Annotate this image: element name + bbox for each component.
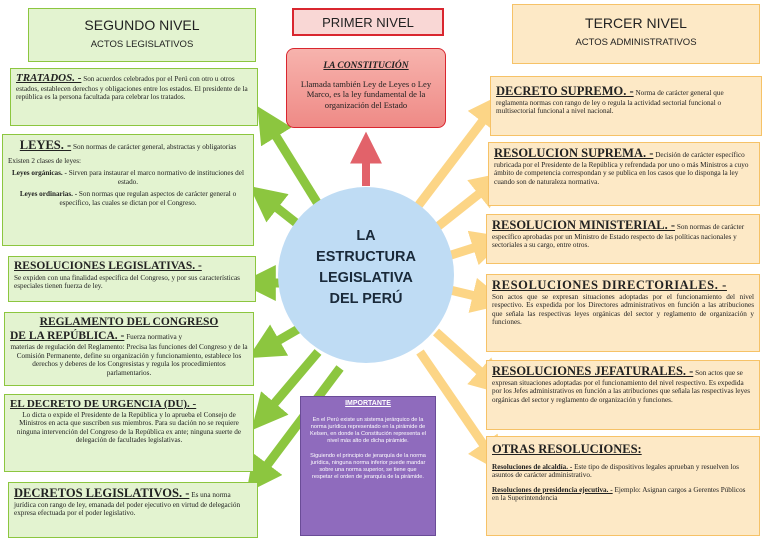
resoluciones-directoriales-box: RESOLUCIONES DIRECTORIALES. - Son actos … <box>486 274 760 352</box>
arrow-decreto-supremo <box>414 93 504 209</box>
decreto-urgencia-head: EL DECRETO DE URGENCIA (DU). - <box>10 398 197 410</box>
decreto-urgencia-box: EL DECRETO DE URGENCIA (DU). - Lo dicta … <box>4 394 254 472</box>
decreto-supremo-box: DECRETO SUPREMO. - Norma de carácter gen… <box>490 76 762 136</box>
segundo-nivel-subtitle: ACTOS LEGISLATIVOS <box>90 39 194 50</box>
alcaldia-text: Este tipo de dispositivos legales aprueb… <box>492 462 739 480</box>
reglamento-head-2: DE LA REPÚBLICA. - <box>10 329 125 342</box>
resoluciones-legislativas-box: RESOLUCIONES LEGISLATIVAS. - Se expiden … <box>8 256 256 302</box>
tercer-nivel-title: TERCER NIVEL <box>585 15 687 31</box>
importante-p2: Siguiendo el principio de jerarquía de l… <box>310 452 426 480</box>
tratados-head: TRATADOS. - <box>16 72 82 84</box>
arrow-resolucion-suprema <box>433 171 507 232</box>
constitucion-box: LA CONSTITUCIÓN Llamada también Ley de L… <box>286 48 446 128</box>
center-title: LA ESTRUCTURA LEGISLATIVA DEL PERÚ <box>300 226 432 324</box>
resoluciones-legislativas-head: RESOLUCIONES LEGISLATIVAS. - <box>14 260 202 272</box>
alcaldia-head: Resoluciones de alcaldía. - <box>492 462 573 471</box>
tratados-text: Son acuerdos celebrados por el Perú con … <box>16 75 248 102</box>
leyes-organicas-text: Sirven para instaurar el marco normativo… <box>66 169 244 186</box>
resoluciones-directoriales-text: Son actos que se expresan situaciones ad… <box>492 292 754 327</box>
otras-resoluciones-box: OTRAS RESOLUCIONES: Resoluciones de alca… <box>486 436 760 536</box>
primer-nivel-header: PRIMER NIVEL <box>292 8 444 36</box>
decretos-legislativos-head: DECRETOS LEGISLATIVOS. - <box>14 486 190 500</box>
otras-resoluciones-head: OTRAS RESOLUCIONES: <box>492 442 642 456</box>
arrow-urgencia <box>251 349 322 431</box>
center-circle <box>278 187 454 363</box>
arrow-leyes <box>249 185 303 230</box>
leyes-intro: Existen 2 clases de leyes: <box>8 156 82 165</box>
presidencia-head: Resoluciones de presidencia ejecutiva. - <box>492 485 613 494</box>
decreto-supremo-text: Norma de carácter general que reglamenta… <box>496 89 724 116</box>
resolucion-ministerial-text: Son normas de carácter específico aproba… <box>492 223 745 250</box>
arrow-tratados <box>257 106 322 207</box>
reglamento-box: REGLAMENTO DEL CONGRESO DE LA REPÚBLICA.… <box>4 312 254 386</box>
arrow-decretos-leg <box>246 365 344 493</box>
importante-box: IMPORTANTE En el Perú existe un sistema … <box>300 396 436 536</box>
arrow-resoluciones-directoriales <box>448 277 508 313</box>
reglamento-head-1: REGLAMENTO DEL CONGRESO <box>39 316 219 328</box>
segundo-nivel-header: SEGUNDO NIVEL ACTOS LEGISLATIVOS <box>28 8 256 62</box>
leyes-head: LEYES. - <box>19 138 72 152</box>
leyes-ordinarias-head: Leyes ordinarias. - <box>19 190 78 199</box>
arrow-resoluciones-jefaturales <box>432 328 507 395</box>
resoluciones-jefaturales-text: Son actos que se expresan situaciones ad… <box>492 369 751 404</box>
resolucion-suprema-box: RESOLUCION SUPREMA. - Decisión de caráct… <box>488 142 760 206</box>
decreto-urgencia-text: Lo dicta o expide el Presidente de la Re… <box>16 410 242 445</box>
resolucion-ministerial-head: RESOLUCION MINISTERIAL. - <box>492 218 676 232</box>
primer-nivel-title: PRIMER NIVEL <box>322 15 414 30</box>
reglamento-text-1: Fuerza normativa y <box>124 332 183 341</box>
decretos-legislativos-text: Es una norma jurídica con rango de ley, … <box>14 491 241 518</box>
center-line-1: LA <box>356 228 376 244</box>
tercer-nivel-header: TERCER NIVEL ACTOS ADMINISTRATIVOS <box>512 4 760 64</box>
constitucion-title: LA CONSTITUCIÓN <box>323 61 409 71</box>
arrow-otras <box>416 349 504 474</box>
resolucion-suprema-head: RESOLUCION SUPREMA. - <box>494 146 654 160</box>
leyes-ordinarias-text: Son normas que regulan aspectos de carác… <box>59 190 237 207</box>
segundo-nivel-title: SEGUNDO NIVEL <box>84 17 200 33</box>
importante-title: IMPORTANTE <box>345 400 391 407</box>
resolucion-suprema-text: Decisión de carácter específico rubricad… <box>494 151 749 186</box>
resolucion-ministerial-box: RESOLUCION MINISTERIAL. - Son normas de … <box>486 214 760 264</box>
tratados-box: TRATADOS. - Son acuerdos celebrados por … <box>10 68 258 126</box>
constitucion-text: Llamada también Ley de Leyes o Ley Marco… <box>300 79 432 110</box>
presidencia-text: Ejemplo: Asignan cargos a Gerentes Públi… <box>492 485 746 503</box>
center-line-2: ESTRUCTURA <box>316 249 416 265</box>
leyes-text: Son normas de carácter general, abstract… <box>71 143 237 151</box>
center-line-3: LEGISLATIVA <box>319 270 413 286</box>
decretos-legislativos-box: DECRETOS LEGISLATIVOS. - Es una norma ju… <box>8 482 258 538</box>
leyes-organicas-head: Leyes orgánicas. - <box>12 169 67 178</box>
resoluciones-legislativas-text: Se expiden con una finalidad específica … <box>14 273 240 291</box>
center-line-4: DEL PERÚ <box>329 291 403 307</box>
resoluciones-jefaturales-head: RESOLUCIONES JEFATURALES. - <box>492 364 694 378</box>
decreto-supremo-head: DECRETO SUPREMO. - <box>496 84 634 98</box>
arrow-resolucion-ministerial <box>446 230 508 266</box>
arrow-reglamento <box>247 324 303 359</box>
resoluciones-jefaturales-box: RESOLUCIONES JEFATURALES. - Son actos qu… <box>486 360 760 430</box>
tercer-nivel-subtitle: ACTOS ADMINISTRATIVOS <box>575 37 697 48</box>
reglamento-text-2: materias de regulación del Reglamento: P… <box>10 343 248 377</box>
resoluciones-directoriales-head: RESOLUCIONES DIRECTORIALES. - <box>492 278 727 292</box>
leyes-box: LEYES. - Son normas de carácter general,… <box>2 134 254 246</box>
importante-p1: En el Perú existe un sistema jerárquico … <box>310 416 426 444</box>
